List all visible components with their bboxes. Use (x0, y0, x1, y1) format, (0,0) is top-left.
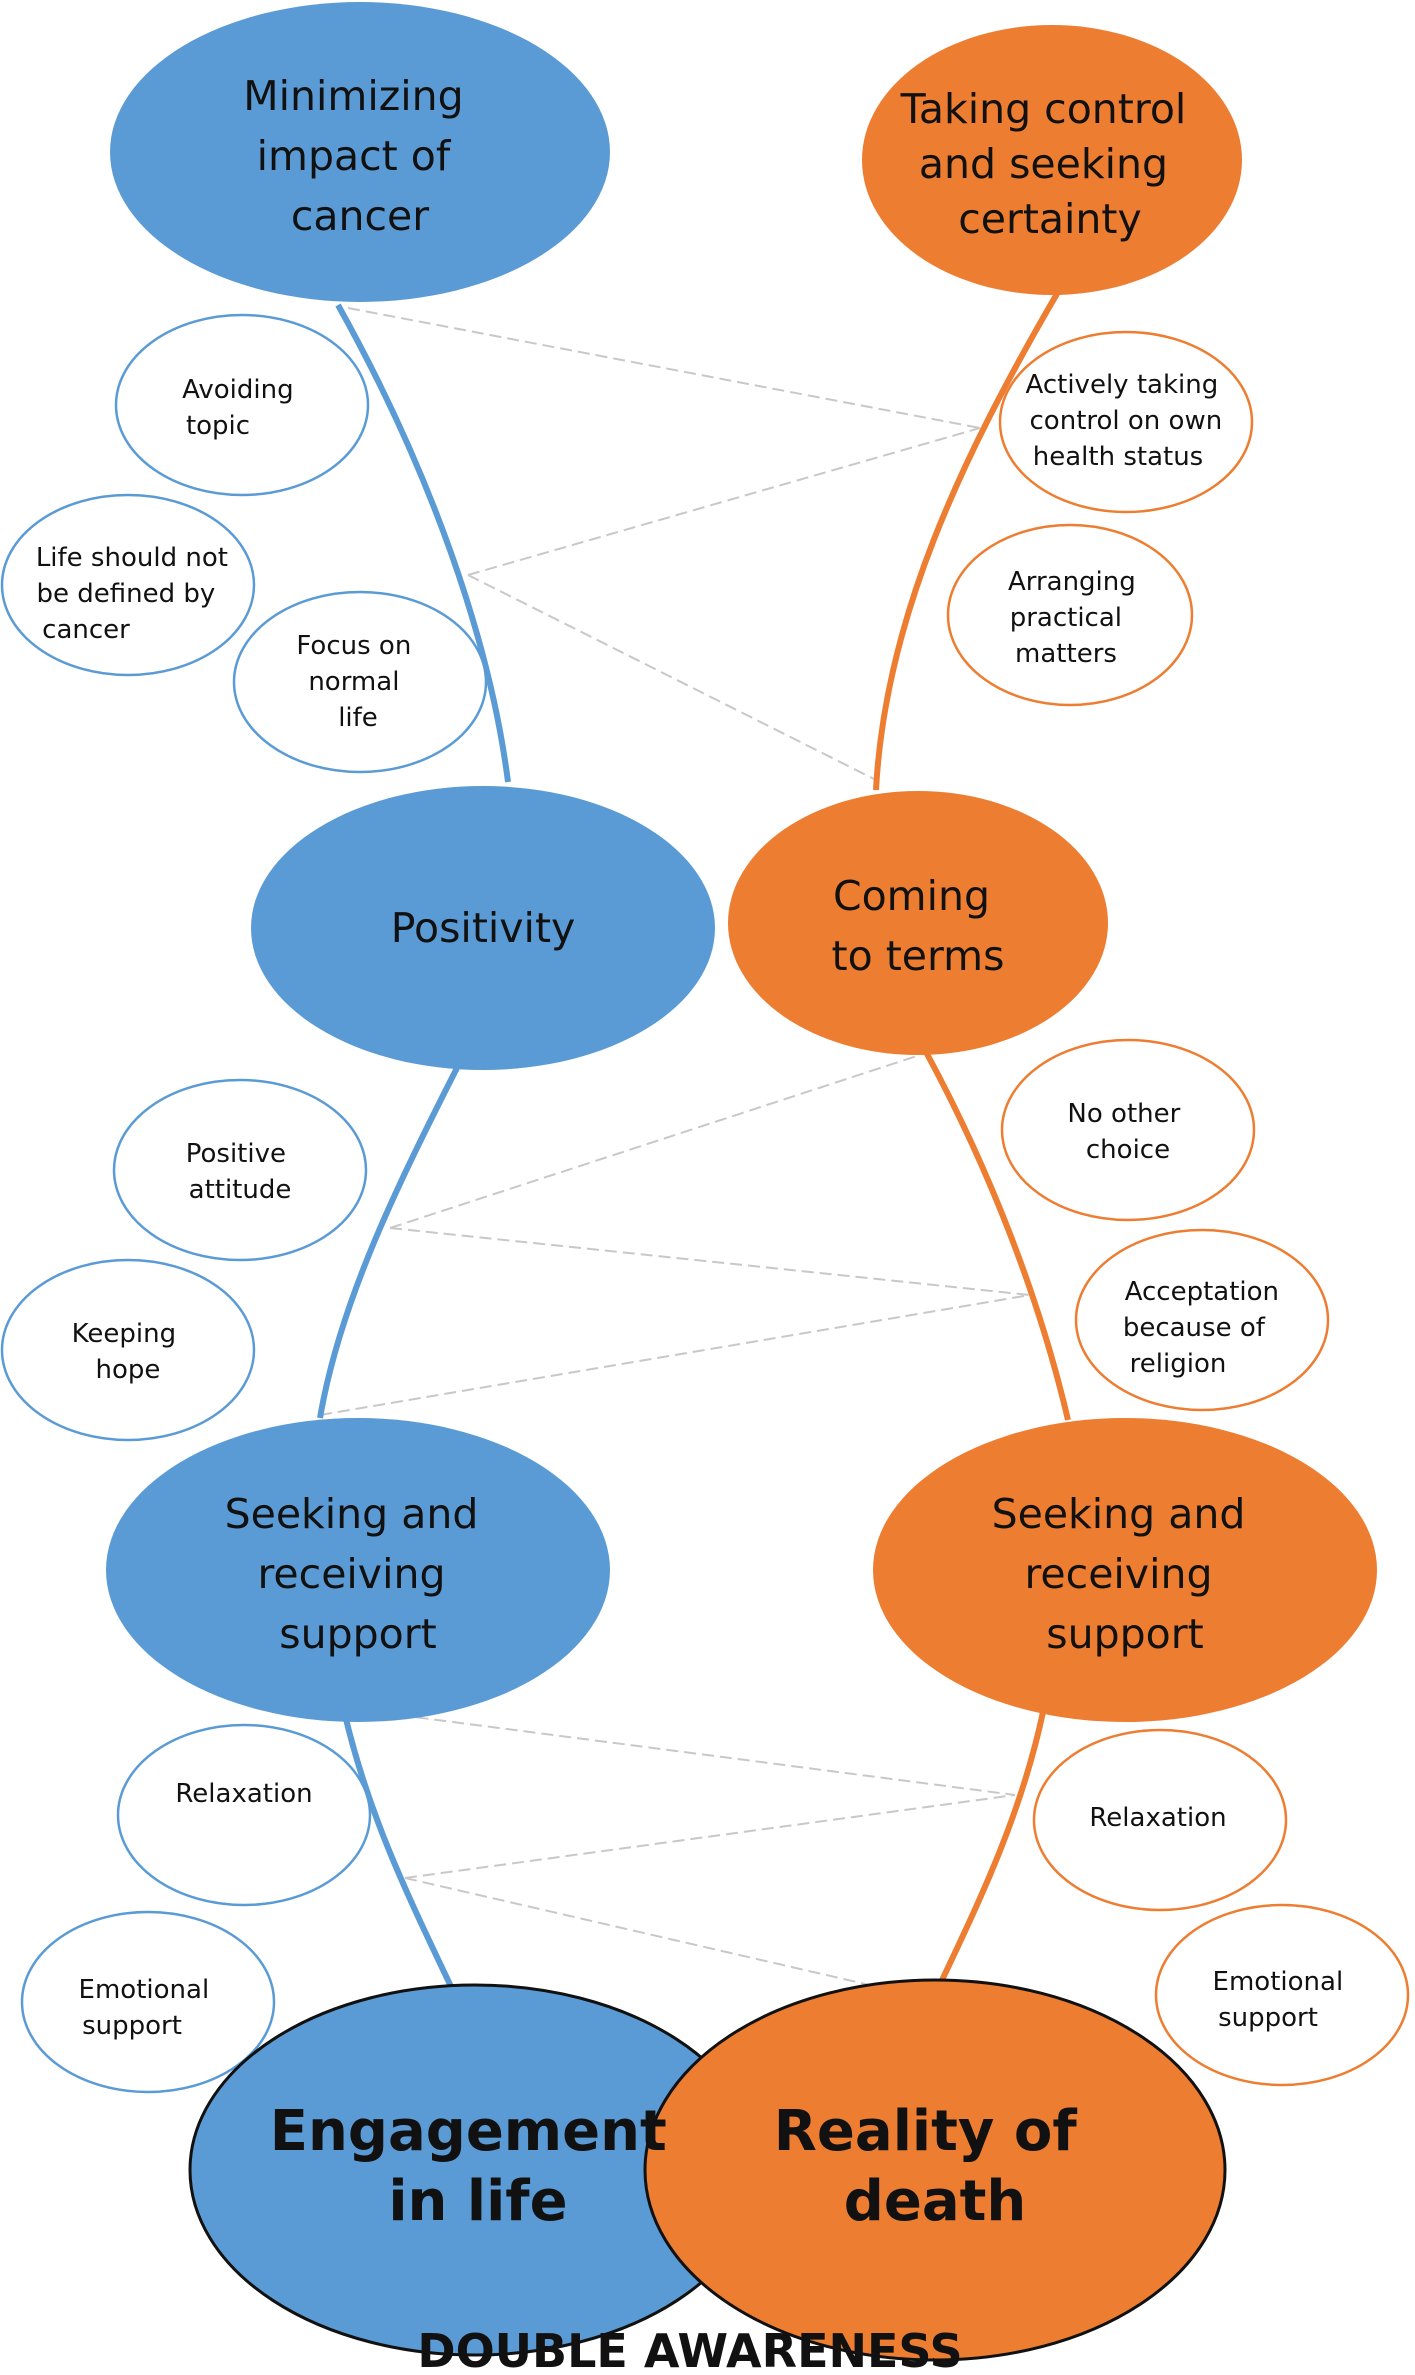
svg-text:No other choice: No other choice (1067, 1099, 1188, 1165)
node-seeking-support-left: Seeking and receiving support (106, 1418, 610, 1722)
connector-line (347, 307, 981, 429)
sub-emotional-support-right: Emotional support (1154, 1903, 1410, 2087)
svg-text:Focus on normal li: Focus on normal life (296, 631, 419, 733)
sub-keeping-hope: Keeping hope (0, 1258, 256, 1442)
sub-no-other-choice: No other choice (1000, 1038, 1256, 1222)
node-label: Seeking and receiving support (992, 1490, 1259, 1658)
sub-avoiding-topic: Avoiding topic (114, 313, 370, 497)
svg-text:Acceptation because of: Acceptation because of religion (1123, 1277, 1287, 1379)
engagement-label: Engagement in life (270, 2099, 687, 2234)
node-reality-of-death (643, 1978, 1227, 2362)
sub-relaxation-right: Relaxation (1032, 1728, 1288, 1912)
connector-line (467, 574, 877, 781)
svg-text:Relaxation: Relaxation (175, 1779, 312, 1809)
sub-relaxation-left: Relaxation (116, 1723, 372, 1907)
stem-blue-lower (342, 1714, 458, 1997)
node-positivity: Positivity (251, 786, 715, 1070)
svg-text:Emotional support: Emotional support (79, 1975, 218, 2041)
connector-line (344, 1707, 1016, 1796)
sub-focus-normal-life: Focus on normal life (232, 590, 488, 774)
svg-text:Relaxation: Relaxation (1089, 1803, 1226, 1833)
sub-arranging-practical-matters: Arranging practical matters (946, 523, 1194, 707)
sub-acceptation-religion: Acceptation because of religion (1074, 1228, 1330, 1412)
connector-line (467, 427, 981, 576)
stem-orange-upper (873, 290, 1061, 791)
connector-line (404, 1877, 901, 1993)
node-label: Minimizing impact of cancer (243, 72, 476, 240)
connector-line (389, 1054, 921, 1229)
connecting-stems (317, 290, 1071, 1997)
svg-text:Keeping hope: Keeping hope (72, 1319, 185, 1385)
connector-line (404, 1794, 1016, 1879)
svg-text:Arranging practical: Arranging practical matters (1008, 567, 1144, 669)
sub-positive-attitude: Positive attitude (112, 1078, 368, 1262)
svg-text:Emotional support: Emotional support (1213, 1967, 1352, 2033)
node-coming-to-terms: Coming to terms (728, 791, 1108, 1055)
sub-life-not-defined: Life should not be defined by cancer (0, 493, 256, 677)
svg-text:Avoiding topic: Avoiding topic (182, 375, 302, 441)
reality-label: Reality of death (774, 2099, 1096, 2234)
node-label: Seeking and receiving support (225, 1490, 492, 1658)
stem-orange-middle (923, 1050, 1071, 1421)
connector-line (389, 1227, 1031, 1296)
node-label: Positivity (391, 904, 576, 952)
svg-text:Positive attitude: Positive attitude (186, 1139, 295, 1205)
connector-line (319, 1294, 1031, 1416)
sub-emotional-support-left: Emotional support (20, 1910, 276, 2094)
node-label: Coming to terms (832, 872, 1005, 980)
node-minimizing-impact: Minimizing impact of cancer (110, 2, 610, 302)
svg-text:Life should not be defin: Life should not be defined by cancer (36, 543, 236, 645)
stem-orange-lower (932, 1711, 1046, 1997)
connector-lines (319, 307, 1031, 1993)
node-taking-control: Taking control and seeking certainty (862, 25, 1242, 295)
sub-actively-taking-control: Actively taking control on own health st… (998, 330, 1254, 514)
svg-text:Actively taking control: Actively taking control on own health st… (1026, 370, 1231, 472)
node-seeking-support-right: Seeking and receiving support (873, 1418, 1377, 1722)
stem-blue-middle (317, 1060, 463, 1419)
diagram-footer-title: DOUBLE AWARENESS (417, 2324, 962, 2375)
stem-blue-upper (335, 303, 511, 783)
node-label: Taking control and seeking certainty (900, 85, 1200, 243)
